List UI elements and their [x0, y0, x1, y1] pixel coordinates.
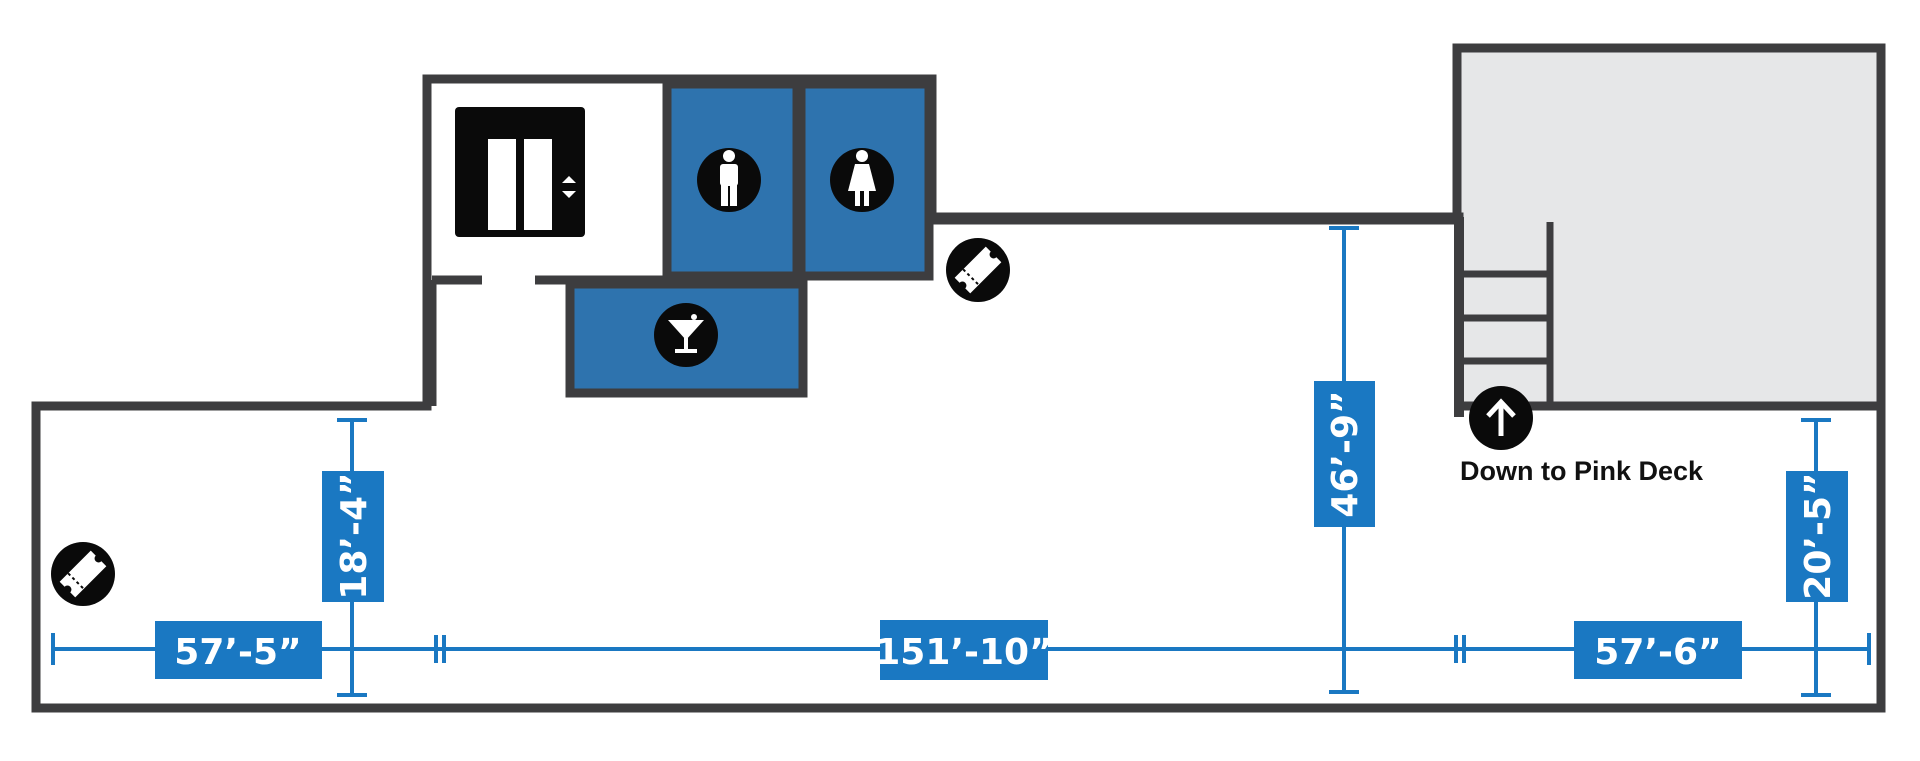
ticket-icon — [51, 542, 115, 606]
elevator-icon — [455, 107, 585, 237]
dimension-left-width: 57’-5” — [155, 621, 322, 679]
svg-text:20’-5”: 20’-5” — [1798, 472, 1839, 599]
svg-text:46’-9”: 46’-9” — [1325, 390, 1366, 517]
cocktail-bar-icon — [654, 303, 718, 367]
womens-restroom — [796, 79, 934, 281]
stairs-down-label: Down to Pink Deck — [1460, 456, 1704, 486]
dimension-center-depth: 46’-9” — [1314, 381, 1375, 527]
dimension-right-depth: 20’-5” — [1786, 471, 1848, 602]
dimension-center-width: 151’-10” — [875, 620, 1053, 680]
svg-text:57’-5”: 57’-5” — [174, 632, 301, 673]
dimension-left-depth: 18’-4” — [322, 471, 384, 602]
dimension-right-width: 57’-6” — [1574, 621, 1742, 679]
mens-restroom-icon — [697, 148, 761, 212]
arrow-up-icon — [1469, 386, 1533, 450]
stairs-area — [1452, 43, 1886, 411]
womens-restroom-icon — [830, 148, 894, 212]
svg-text:151’-10”: 151’-10” — [875, 632, 1053, 673]
ticket-icon — [946, 238, 1010, 302]
svg-text:57’-6”: 57’-6” — [1594, 632, 1721, 673]
stair-treads — [1460, 222, 1554, 406]
svg-text:18’-4”: 18’-4” — [334, 472, 375, 599]
